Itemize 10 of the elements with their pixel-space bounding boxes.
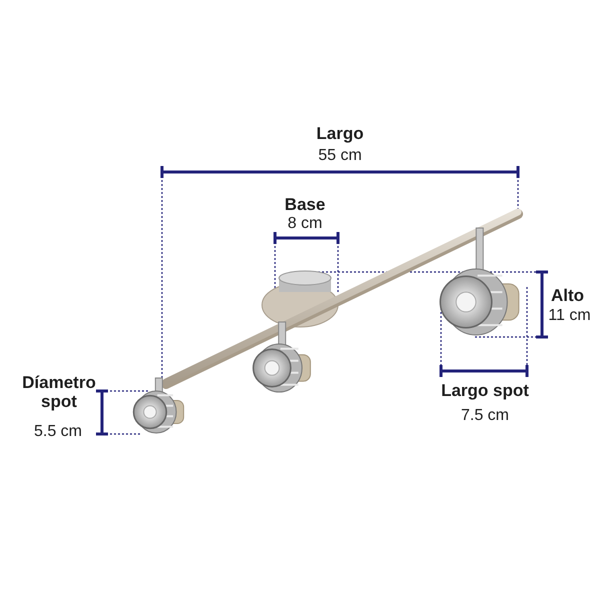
dimension-value: 55 cm — [317, 146, 363, 165]
dimension-name: Alto — [550, 286, 586, 305]
dimension-value: 7.5 cm — [460, 406, 510, 425]
dimension-name: Largo spot — [440, 381, 530, 400]
dimension-name: Largo — [315, 124, 365, 143]
dimension-value: 5.5 cm — [32, 422, 83, 441]
dimension-value: 8 cm — [286, 214, 324, 233]
dimension-value: 11 cm — [547, 306, 592, 325]
dimension-name: Base — [284, 195, 326, 214]
dimension-name: Díametro spot — [21, 373, 97, 411]
